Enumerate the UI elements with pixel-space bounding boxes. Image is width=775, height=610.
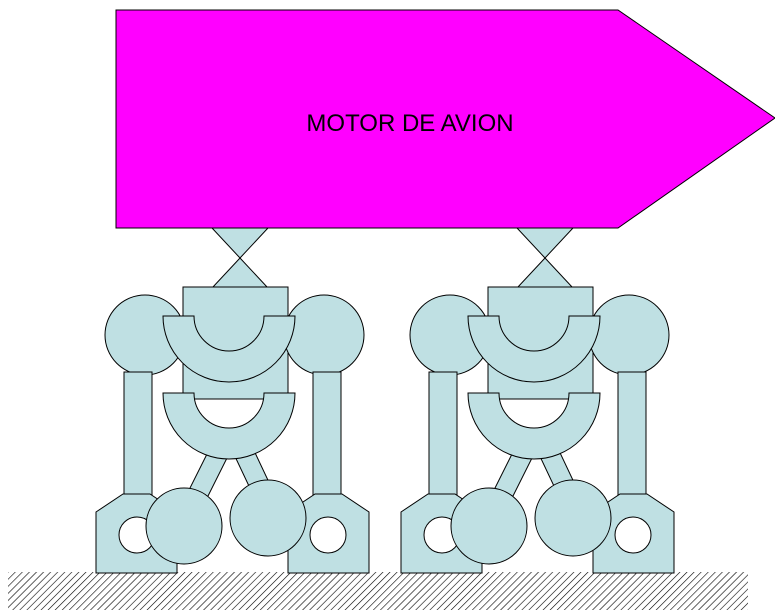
side-column-left xyxy=(123,371,153,507)
side-column-left xyxy=(428,371,458,507)
knee-joint-right xyxy=(229,479,307,557)
mount-right xyxy=(400,227,675,574)
bowtie-connector xyxy=(515,227,575,259)
upper-bearing xyxy=(162,315,296,383)
mount-left xyxy=(95,227,370,574)
side-column-right xyxy=(617,371,647,507)
side-joint-right xyxy=(283,294,365,376)
side-column-right xyxy=(312,371,342,507)
ground-hatch xyxy=(8,572,748,610)
lower-bearing xyxy=(162,392,296,460)
engine-body xyxy=(115,9,775,229)
lower-bearing xyxy=(467,392,601,460)
foot-hole-right xyxy=(309,516,347,554)
bowtie-connector xyxy=(210,257,270,289)
knee-joint-left xyxy=(450,487,528,565)
side-joint-right xyxy=(588,294,670,376)
knee-joint-right xyxy=(534,479,612,557)
bowtie-connector xyxy=(210,227,270,259)
engine-label: MOTOR DE AVION xyxy=(306,110,513,137)
foot-hole-right xyxy=(614,516,652,554)
upper-bearing xyxy=(467,315,601,383)
bowtie-connector xyxy=(515,257,575,289)
knee-joint-left xyxy=(145,487,223,565)
